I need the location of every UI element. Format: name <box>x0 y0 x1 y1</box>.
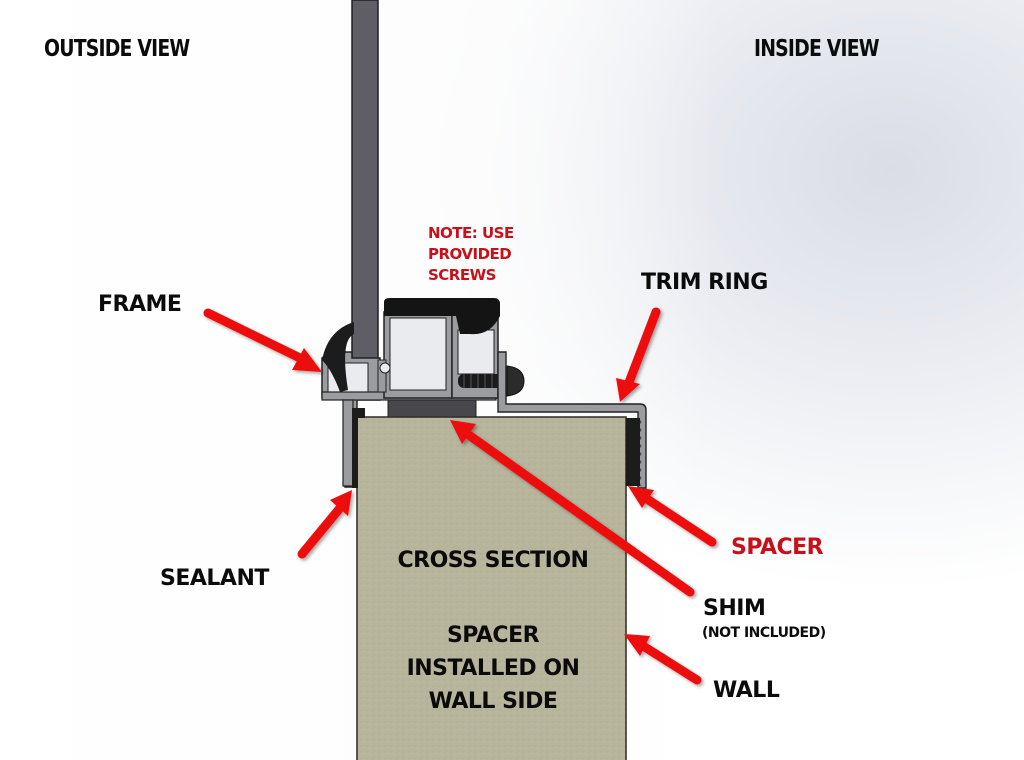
shim-arrowhead <box>450 420 476 444</box>
wall-arrowhead <box>624 634 650 656</box>
screw <box>458 365 525 397</box>
outside-view-label: OUTSIDE VIEW <box>44 36 190 62</box>
trim-ring-arrowhead <box>616 378 640 402</box>
cross-section-title: CROSS SECTION <box>397 548 589 573</box>
inside-view-label: INSIDE VIEW <box>754 36 880 62</box>
frame-arrowhead <box>292 348 322 372</box>
screw-note-line-3: SCREWS <box>428 266 496 284</box>
screw-note-line-1: NOTE: USE <box>428 224 514 242</box>
trim-ring-label: TRIM RING <box>641 270 768 295</box>
spacer-arrow <box>639 492 717 547</box>
screw-note-line-2: PROVIDED <box>428 245 512 263</box>
glass-panel <box>351 0 379 363</box>
sealant-arrow <box>297 503 345 559</box>
sealant <box>352 408 358 488</box>
frame-arrow <box>203 308 305 363</box>
shim-label: SHIM <box>703 596 766 621</box>
wall-arrow <box>635 639 702 685</box>
shim-arrow <box>461 428 695 597</box>
spacer-arrowhead <box>628 486 654 508</box>
top-gasket <box>384 298 500 335</box>
sealant-label: SEALANT <box>160 566 269 591</box>
spacer <box>626 418 640 486</box>
shim-not-included-note: (NOT INCLUDED) <box>702 625 826 641</box>
glazing-gasket <box>322 322 354 392</box>
wall-label: WALL <box>713 678 780 703</box>
wall <box>356 416 627 760</box>
wall-note-line-3: WALL SIDE <box>428 689 558 714</box>
screw-note: NOTE: USE PROVIDED SCREWS <box>428 223 514 286</box>
frame-label: FRAME <box>98 292 182 317</box>
sealant-arrowhead <box>330 490 352 516</box>
wall-note-line-1: SPACER <box>446 623 540 648</box>
trim-ring-arrow <box>623 307 661 390</box>
spacer-label: SPACER <box>731 535 824 560</box>
shim <box>387 399 477 418</box>
wall-note-line-2: INSTALLED ON <box>406 656 580 681</box>
wall-note: SPACER INSTALLED ON WALL SIDE <box>360 619 626 718</box>
